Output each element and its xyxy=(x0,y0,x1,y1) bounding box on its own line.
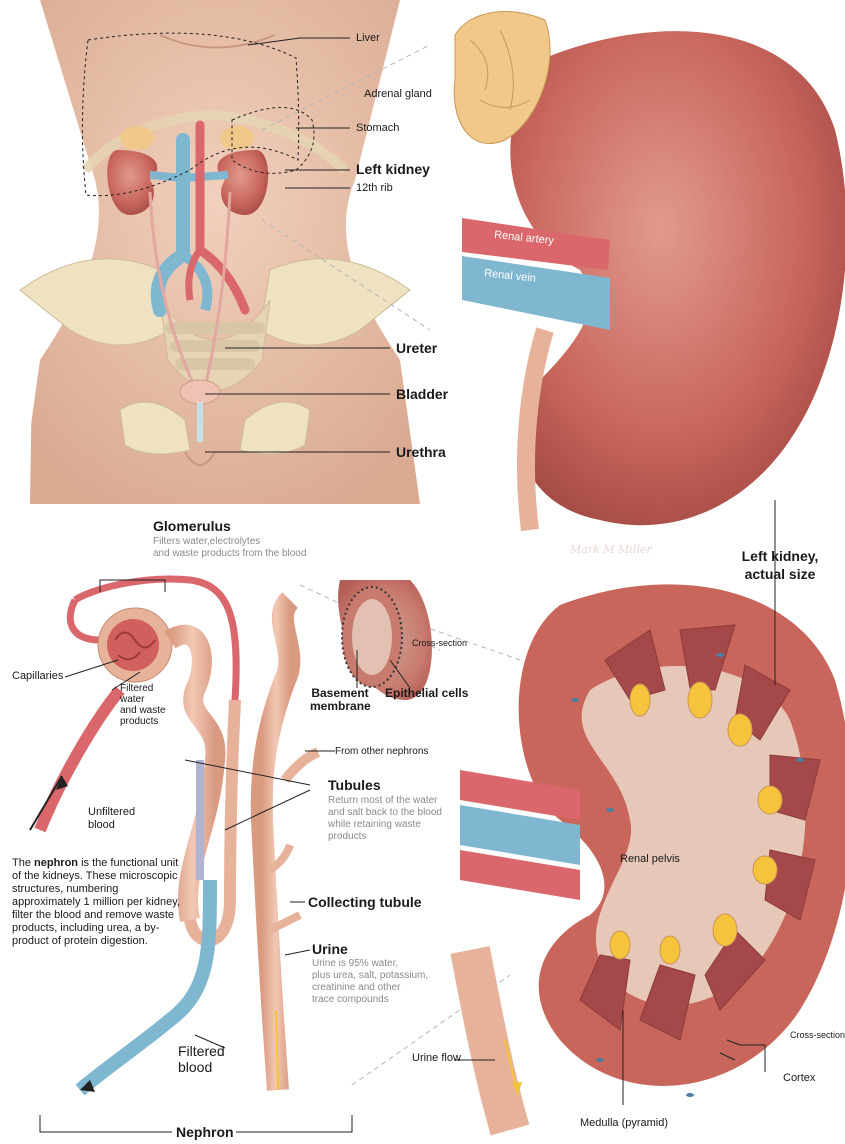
label-filtered-water-4: products xyxy=(120,716,158,727)
urine-desc-4: trace compounds xyxy=(312,994,389,1006)
nephron-desc-post: is the functional unit of the kidneys. T… xyxy=(12,857,180,947)
label-renal-pelvis: Renal pelvis xyxy=(620,853,680,866)
nephron-description: The nephron is the functional unit of th… xyxy=(12,857,182,948)
urine-desc-3: creatinine and other xyxy=(312,982,400,994)
urine-desc-1: Urine is 95% water, xyxy=(312,958,398,970)
label-medulla: Medulla (pyramid) xyxy=(580,1117,668,1130)
label-12th-rib: 12th rib xyxy=(356,182,393,195)
nephron-desc-pre: The xyxy=(12,857,34,869)
label-left-kidney-actual-2: actual size xyxy=(730,566,830,582)
label-epithelial-cells: Epithelial cells xyxy=(385,687,468,700)
label-filtered-blood-1: Filtered xyxy=(178,1043,225,1059)
nephron-diagram xyxy=(30,579,318,1092)
glomerulus-desc-1: Filters water,electrolytes xyxy=(153,536,260,548)
nephron-desc-bold: nephron xyxy=(34,857,78,869)
label-urine-flow: Urine flow xyxy=(412,1052,461,1065)
bladder-shape xyxy=(180,380,220,404)
tubules-desc-4: products xyxy=(328,831,366,843)
label-basement-membrane-2: membrane xyxy=(310,700,370,713)
label-unfiltered-blood-1: Unfiltered xyxy=(88,806,135,819)
tubules-desc-3: while retaining waste xyxy=(328,819,421,831)
artist-signature: Mark M Miller xyxy=(570,543,652,556)
label-cross-section-kidney: Cross-section xyxy=(790,1029,845,1042)
label-adrenal-gland: Adrenal gland xyxy=(364,88,432,101)
glomerulus-desc-2: and waste products from the blood xyxy=(153,548,306,560)
label-glomerulus: Glomerulus xyxy=(153,518,231,534)
urethra-shape xyxy=(197,402,203,442)
urine-desc-2: plus urea, salt, potassium, xyxy=(312,970,428,982)
label-collecting-tubule: Collecting tubule xyxy=(308,894,422,910)
label-urethra: Urethra xyxy=(396,444,446,460)
ureter-cross xyxy=(470,950,510,1130)
label-nephron: Nephron xyxy=(176,1124,234,1140)
label-stomach: Stomach xyxy=(356,122,399,135)
label-ureter: Ureter xyxy=(396,340,437,356)
label-cortex: Cortex xyxy=(783,1072,815,1085)
label-filtered-blood-2: blood xyxy=(178,1059,212,1075)
label-left-kidney: Left kidney xyxy=(356,161,430,177)
label-unfiltered-blood-2: blood xyxy=(88,819,115,832)
label-urine: Urine xyxy=(312,941,348,957)
label-tubules: Tubules xyxy=(328,777,381,793)
label-from-other-nephrons: From other nephrons xyxy=(335,745,428,758)
label-bladder: Bladder xyxy=(396,386,448,402)
label-filtered-water-3: and waste xyxy=(120,705,166,716)
tubules-desc-2: and salt back to the blood xyxy=(328,807,442,819)
label-capillaries: Capillaries xyxy=(12,670,63,683)
label-filtered-water-1: Filtered xyxy=(120,683,153,694)
label-liver: Liver xyxy=(356,32,380,45)
label-filtered-water-2: water xyxy=(120,694,144,705)
label-cross-section-tube: Cross-section xyxy=(412,637,467,650)
tubules-desc-1: Return most of the water xyxy=(328,795,438,807)
label-left-kidney-actual-1: Left kidney, xyxy=(730,548,830,564)
